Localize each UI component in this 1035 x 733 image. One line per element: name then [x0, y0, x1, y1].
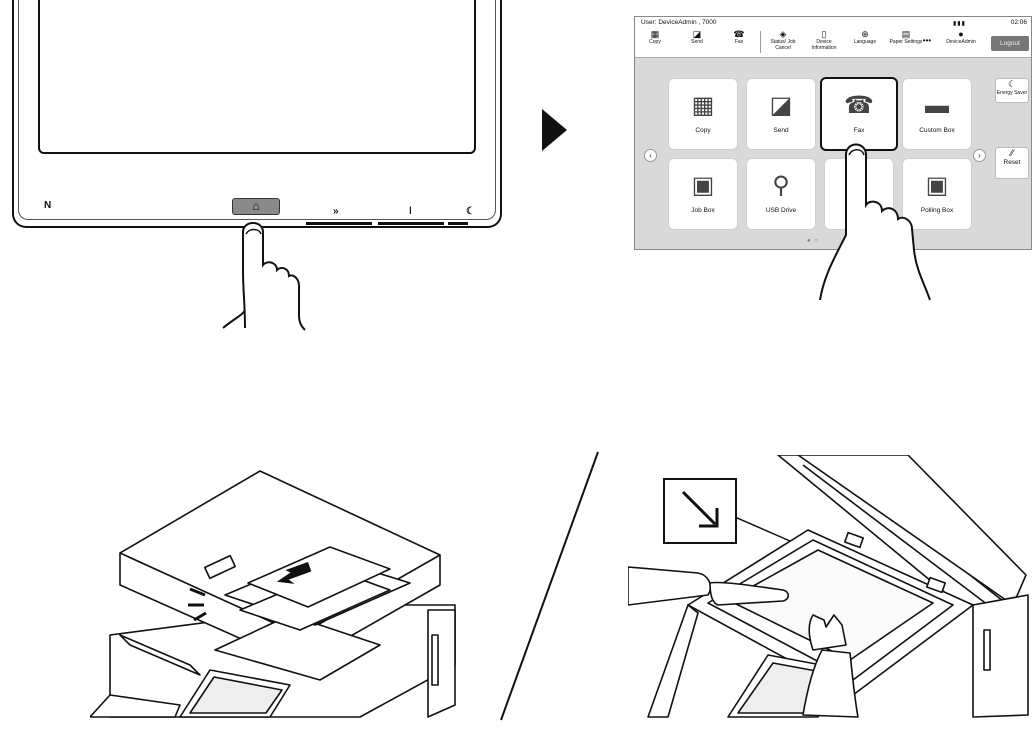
panel-indicator-bar [448, 222, 468, 225]
device-info-icon: ▯ [821, 29, 827, 39]
reset-icon: ⁄⁄ [1010, 148, 1014, 158]
alternative-divider [500, 451, 599, 721]
step-arrow-icon [542, 109, 567, 151]
function-tile-usb-drive[interactable]: ⚲USB Drive [746, 158, 816, 230]
language-icon: ⊕ [861, 29, 869, 39]
placement-leader-line [735, 516, 791, 542]
toolbar-device-information[interactable]: ▯Device Information [804, 29, 844, 51]
toolbar-paper-settings[interactable]: ▤Paper Settings [886, 29, 926, 46]
panel-indicator-bar [306, 222, 372, 225]
home-icon: ⌂ [252, 199, 260, 213]
logout-button[interactable]: Logout [991, 36, 1029, 51]
function-tile-custom-box[interactable]: ▬Custom Box [902, 78, 972, 150]
signal-icon: ▮▮▮ [953, 21, 966, 27]
toolbar-divider [760, 31, 761, 53]
processing-icon: » [333, 206, 339, 217]
nfc-icon: N [44, 200, 52, 211]
panel-indicator-bar [378, 222, 444, 225]
paper-settings-icon: ▤ [901, 29, 911, 39]
folder-icon: ▬ [925, 92, 949, 119]
finger-press-fax-illustration [819, 143, 931, 301]
toolbar-status-job-cancel[interactable]: ◈Status/ Job Cancel [763, 29, 803, 51]
copy-icon: ▦ [691, 92, 715, 119]
toolbar-send[interactable]: ◪Send [677, 29, 717, 46]
usb-icon: ⚲ [772, 172, 790, 199]
energy-saver-button[interactable]: ☾Energy Saver [995, 78, 1029, 103]
operation-panel-display [38, 0, 476, 154]
document-processor-illustration [90, 470, 456, 718]
placement-corner-icon [663, 478, 737, 544]
function-tile-send[interactable]: ◪Send [746, 78, 816, 150]
platen-placement-illustration [628, 455, 1029, 718]
send-icon: ◪ [692, 29, 702, 39]
toolbar-user[interactable]: ●DeviceAdmin [941, 29, 981, 46]
page-right-button[interactable]: › [973, 149, 986, 162]
energy-saver-icon: ☾ [466, 206, 475, 217]
function-tile-copy[interactable]: ▦Copy [668, 78, 738, 150]
clock-text: 02:06 [1010, 19, 1027, 26]
fax-icon: ☎ [733, 29, 745, 39]
touch-panel-home-screen: User: DeviceAdmin , 7000 ▮▮▮ 02:06 ▦Copy… [634, 16, 1032, 250]
job-box-icon: ▣ [691, 172, 715, 199]
function-tile-job-box[interactable]: ▣Job Box [668, 158, 738, 230]
copy-icon: ▦ [650, 29, 660, 39]
login-user-text: User: DeviceAdmin , 7000 [641, 19, 717, 26]
page-left-button[interactable]: ‹ [644, 149, 657, 162]
page-indicator: ● ○ [807, 238, 819, 244]
toolbar-fax[interactable]: ☎Fax [719, 29, 759, 46]
status-icon: ◈ [779, 29, 787, 39]
reset-button[interactable]: ⁄⁄Reset [995, 147, 1029, 179]
attention-icon: ǀ [409, 206, 412, 217]
user-icon: ● [958, 29, 964, 39]
function-tile-fax[interactable]: ☎Fax [820, 77, 898, 151]
moon-icon: ☾ [1007, 79, 1017, 89]
operation-panel-bezel [18, 0, 496, 220]
toolbar-copy[interactable]: ▦Copy [635, 29, 675, 46]
status-toolbar: User: DeviceAdmin , 7000 ▮▮▮ 02:06 ▦Copy… [635, 17, 1031, 58]
toolbar-language[interactable]: ⊕Language [845, 29, 885, 46]
polling-box-icon: ▣ [925, 172, 949, 199]
more-icon[interactable]: ••• [922, 36, 932, 45]
home-key[interactable]: ⌂ [232, 198, 280, 215]
finger-press-home-illustration [222, 222, 306, 331]
fax-icon: ☎ [844, 92, 874, 119]
send-icon: ◪ [769, 92, 793, 119]
function-tile-polling-box[interactable]: ▣Polling Box [902, 158, 972, 230]
